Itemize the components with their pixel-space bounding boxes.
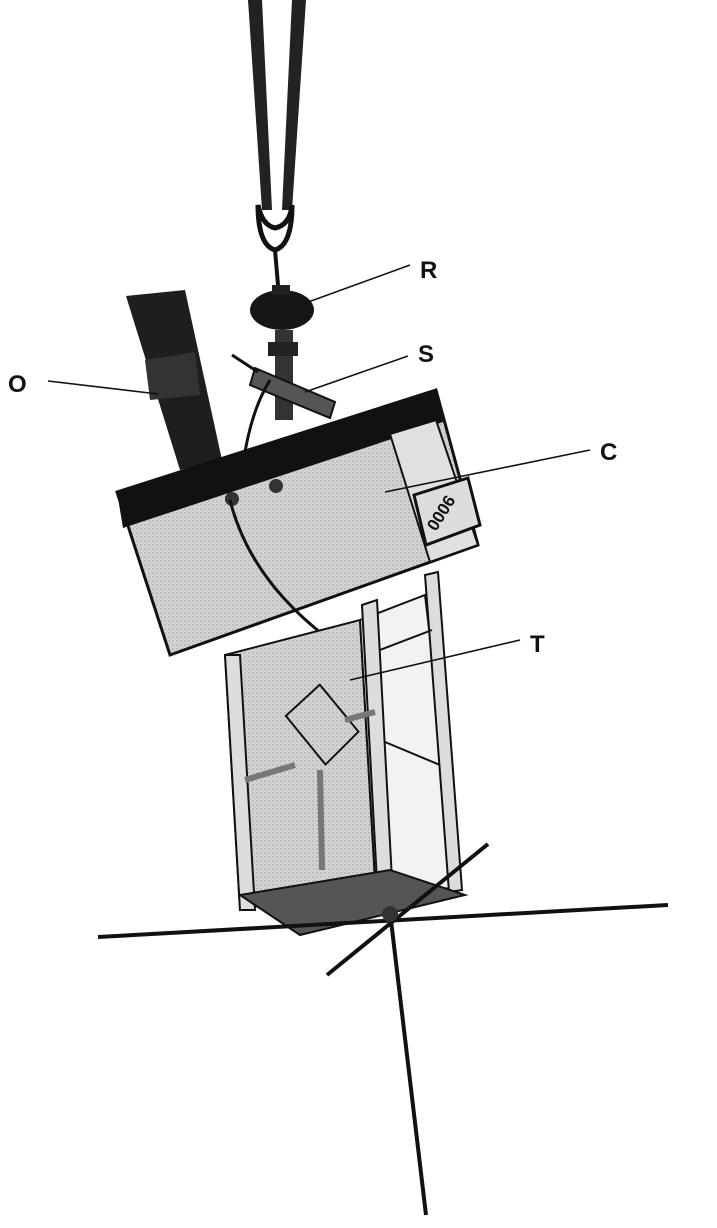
leader-line-t	[349, 639, 521, 681]
suspension-strap	[248, 0, 306, 286]
sample-frame	[223, 570, 469, 937]
optical-tube	[126, 290, 222, 470]
label-s: S	[418, 341, 434, 368]
electronics-box: 0006	[115, 388, 482, 657]
leader-line-s	[304, 355, 409, 393]
leader-line-o	[47, 380, 159, 395]
label-t: T	[530, 631, 545, 658]
tripod-legs	[97, 842, 669, 1216]
label-o: O	[8, 371, 27, 398]
leader-line-c	[384, 449, 591, 493]
leader-line-r	[299, 264, 411, 306]
label-r: R	[420, 257, 437, 284]
label-c: C	[600, 439, 617, 466]
